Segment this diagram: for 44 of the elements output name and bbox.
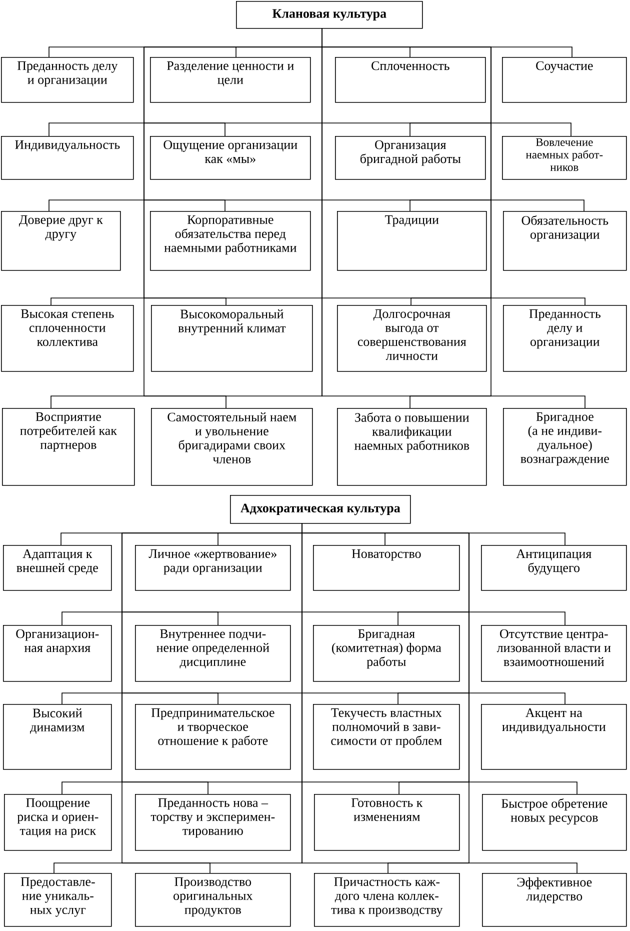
text-box: Бригадная (комитетная) форма работы <box>313 625 460 682</box>
text-box: Высокая степень сплоченности коллектива <box>1 305 134 372</box>
text-box: Преданность делу и организации <box>503 305 627 372</box>
text-box: Текучесть властных полномочий в зави- симости от проблем <box>313 704 460 770</box>
text-box: Быстрое обретение новых ресурсов <box>482 794 627 851</box>
text-box: Организация бригадной работы <box>335 136 486 180</box>
text-box: Корпоративные обязательства перед наемными работниками <box>150 211 311 271</box>
text-box: Преданность нова – торству и эксперимен- тированию <box>135 794 291 851</box>
text-box: Антиципация будущего <box>481 545 627 591</box>
text-box: Бригадное (а не индиви- дуальное) вознаграждение <box>503 408 627 486</box>
text-box: Акцент на индивидуальности <box>481 704 627 770</box>
text-box: Производство оригинальных продуктов <box>135 873 291 927</box>
text-box: Традиции <box>337 211 487 271</box>
text-box: Самостоятельный наем и увольнение бригадирами своих членов <box>151 408 313 486</box>
text-box: Преданность делу и организации <box>1 57 134 103</box>
text-box: Доверие друг к другу <box>1 211 121 271</box>
text-box: Поощрение риска и ориен- тация на риск <box>4 794 112 851</box>
text-box: Внутреннее подчи- нение определенной дисциплине <box>135 625 291 682</box>
text-box: Разделение ценности и цели <box>150 57 311 103</box>
text-box: Готовность к изменениям <box>314 794 460 851</box>
heading-box: Адхократическая культура <box>230 495 411 524</box>
text-box: Высокоморальный внутренний климат <box>151 305 313 372</box>
text-box: Индивидуальность <box>1 136 134 180</box>
text-box: Личное «жертвование» ради организации <box>135 545 291 591</box>
connector-line <box>322 28 586 408</box>
text-box: Ощущение организации как «мы» <box>150 136 311 180</box>
text-box: Долгосрочная выгода от совершенствования личности <box>337 305 487 372</box>
text-box: Организацион- ная анархия <box>3 625 112 682</box>
text-box: Предпринимательское и творческое отношение к работе <box>135 704 291 770</box>
text-box: Забота о повышении квалификации наемных работников <box>337 408 487 486</box>
text-box: Адаптация к внешней среде <box>3 545 112 591</box>
text-box: Восприятие потребителей как партнеров <box>2 408 135 486</box>
text-box: Соучастие <box>502 57 627 103</box>
text-box: Высокий динамизм <box>3 704 112 770</box>
text-box: Предоставле- ние уникаль- ных услуг <box>4 873 112 927</box>
heading-box: Клановая культура <box>236 1 423 29</box>
text-box: Вовлечение наемных работ- ников <box>502 136 627 180</box>
text-box: Сплоченность <box>335 57 486 103</box>
connector-line <box>302 523 578 874</box>
text-box: Новаторство <box>313 545 460 591</box>
text-box: Эффективное лидерство <box>482 873 627 927</box>
text-box: Обязательность организации <box>503 211 627 271</box>
text-box: Отсутствие центра- лизованной власти и взаимоотношений <box>481 625 627 682</box>
text-box: Причастность каж- дого члена коллек- тива к производству <box>314 873 460 927</box>
